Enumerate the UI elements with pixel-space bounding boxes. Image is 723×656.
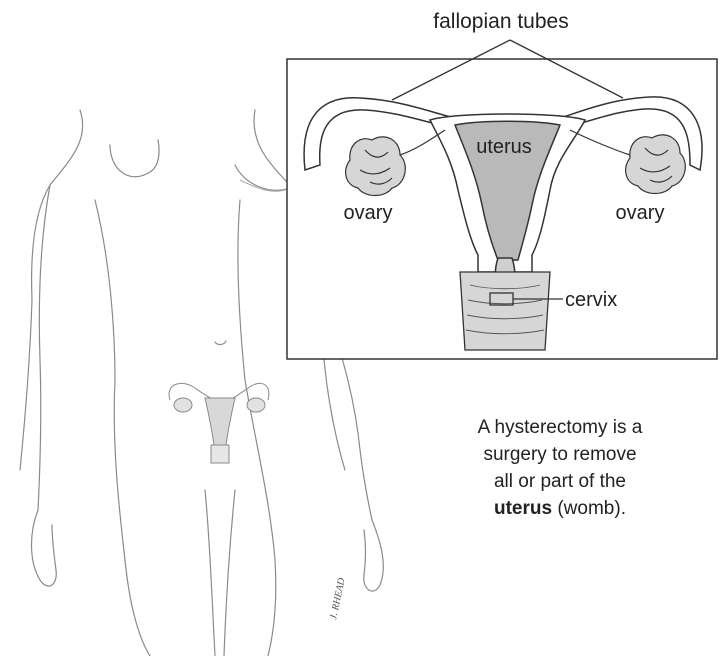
- small-uterus-on-body: [169, 383, 269, 463]
- caption-line-2: surgery to remove: [440, 441, 680, 468]
- label-ovary-right: ovary: [616, 202, 665, 224]
- label-ovary-left: ovary: [344, 202, 393, 224]
- label-cervix: cervix: [565, 289, 617, 311]
- label-uterus: uterus: [476, 136, 532, 158]
- artist-signature: J. RHEAD: [328, 576, 348, 620]
- caption-bold-uterus: uterus: [494, 498, 552, 519]
- caption: A hysterectomy is a surgery to remove al…: [440, 414, 680, 522]
- caption-line-3: all or part of the: [440, 468, 680, 495]
- caption-line-4: uterus (womb).: [440, 495, 680, 522]
- label-fallopian-tubes: fallopian tubes: [433, 10, 568, 33]
- caption-line-4-rest: (womb).: [552, 498, 626, 519]
- left-ovary: [346, 137, 406, 196]
- right-ovary: [626, 135, 686, 194]
- cervix-vagina: [460, 272, 550, 350]
- caption-line-1: A hysterectomy is a: [440, 414, 680, 441]
